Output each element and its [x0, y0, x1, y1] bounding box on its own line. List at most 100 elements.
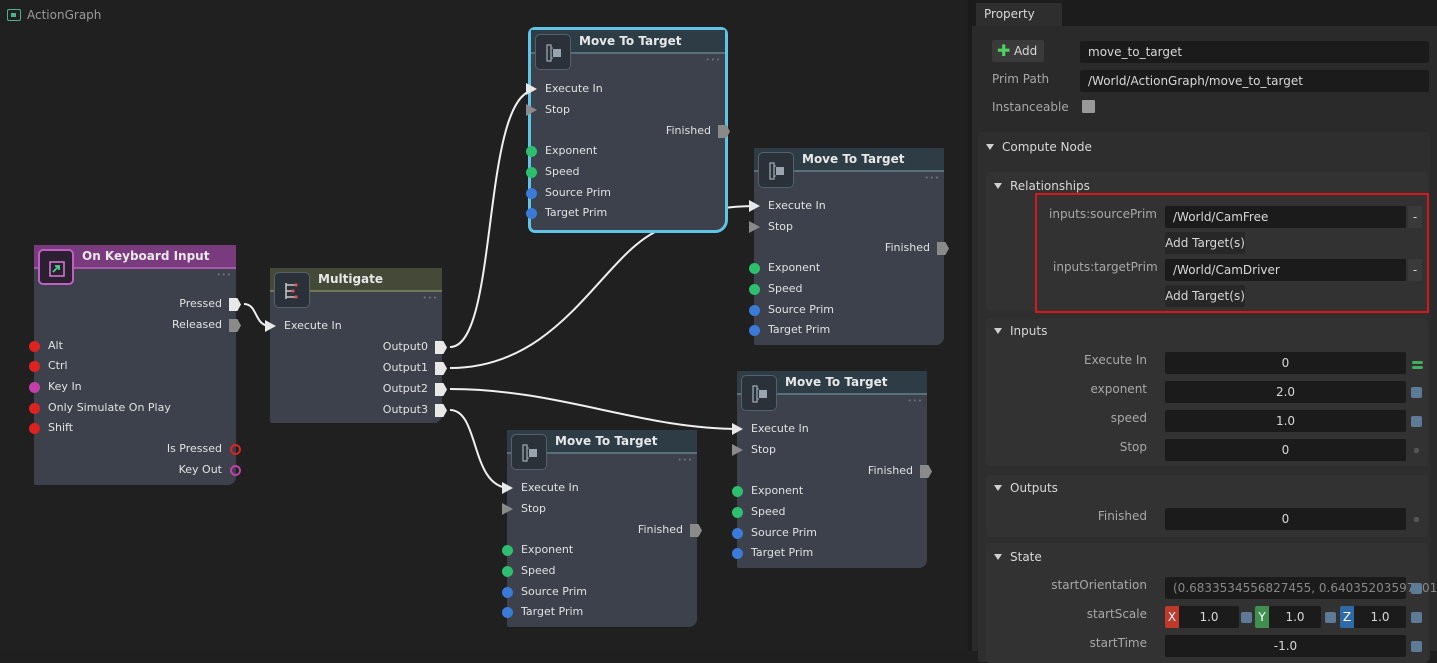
port-speed[interactable]: Speed [749, 281, 802, 297]
exec-out-icon[interactable] [920, 465, 932, 478]
port-target-prim[interactable]: Target Prim [749, 322, 830, 338]
input-field-exponent[interactable]: 2.0 [1165, 381, 1406, 403]
exec-out-icon[interactable] [937, 242, 949, 255]
source-prim-remove-button[interactable]: - [1408, 206, 1422, 228]
port-target-prim[interactable]: Target Prim [502, 604, 583, 620]
relationships-header[interactable]: Relationships [994, 179, 1090, 193]
start-scale-x-field[interactable]: 1.0 [1179, 606, 1239, 628]
prim-pin-icon[interactable] [732, 528, 743, 539]
token-pin-icon[interactable] [29, 382, 40, 393]
port-execute-in[interactable]: Execute In [502, 480, 579, 496]
target-prim-remove-button[interactable]: - [1408, 259, 1422, 281]
exec-in-icon[interactable] [732, 444, 743, 456]
outputs-header[interactable]: Outputs [994, 481, 1058, 495]
start-time-field[interactable]: -1.0 [1165, 635, 1406, 657]
default-value-icon[interactable] [1411, 612, 1422, 623]
float-pin-icon[interactable] [732, 486, 743, 497]
node-menu-icon[interactable]: ••• [216, 271, 232, 279]
exec-in-icon[interactable] [526, 83, 537, 95]
port-stop[interactable]: Stop [732, 442, 776, 458]
input-field-speed[interactable]: 1.0 [1165, 410, 1406, 432]
prim-path-field[interactable]: /World/ActionGraph/move_to_target [1080, 70, 1429, 92]
start-orientation-field[interactable]: (0.6833534556827455, 0.64035203597301 [1165, 577, 1437, 599]
port-exponent[interactable]: Exponent [526, 143, 597, 159]
port-finished[interactable]: Finished [638, 522, 702, 538]
port-stop[interactable]: Stop [749, 219, 793, 235]
port-finished[interactable]: Finished [885, 240, 949, 256]
exec-out-icon[interactable] [435, 404, 447, 417]
token-out-icon[interactable] [230, 465, 241, 476]
bool-pin-icon[interactable] [29, 423, 40, 434]
node-menu-icon[interactable]: ••• [907, 397, 923, 405]
exec-out-icon[interactable] [690, 524, 702, 537]
float-pin-icon[interactable] [732, 507, 743, 518]
prim-pin-icon[interactable] [749, 305, 760, 316]
default-value-icon[interactable] [1241, 612, 1252, 623]
port-speed[interactable]: Speed [732, 504, 785, 520]
port-exponent[interactable]: Exponent [732, 483, 803, 499]
port-source-prim[interactable]: Source Prim [526, 185, 611, 201]
port-speed[interactable]: Speed [502, 563, 555, 579]
bool-out-icon[interactable] [230, 444, 241, 455]
prim-pin-icon[interactable] [526, 188, 537, 199]
move-to-target-node-1[interactable]: Move To Target ••• Execute In Stop Finis… [526, 27, 730, 233]
prim-pin-icon[interactable] [749, 325, 760, 336]
port-key-out[interactable]: Key Out [179, 462, 241, 478]
tab-property[interactable]: Property [976, 3, 1062, 26]
prim-name-field[interactable]: move_to_target [1080, 41, 1429, 63]
source-add-targets-button[interactable]: Add Target(s) [1165, 232, 1245, 254]
exec-in-icon[interactable] [732, 423, 743, 435]
default-value-icon[interactable] [1411, 641, 1422, 652]
prim-pin-icon[interactable] [502, 607, 513, 618]
exec-out-icon[interactable] [229, 319, 241, 332]
target-add-targets-button[interactable]: Add Target(s) [1165, 285, 1245, 307]
port-execute-in[interactable]: Execute In [749, 198, 826, 214]
port-released[interactable]: Released [172, 317, 241, 333]
exec-out-icon[interactable] [435, 383, 447, 396]
bool-pin-icon[interactable] [29, 361, 40, 372]
output-field-finished[interactable]: 0 [1165, 508, 1406, 530]
move-to-target-node-2[interactable]: Move To Target ••• Execute In Stop Finis… [749, 148, 949, 345]
port-pressed[interactable]: Pressed [179, 296, 241, 312]
port-execute-in[interactable]: Execute In [265, 318, 342, 334]
node-menu-icon[interactable]: ••• [677, 456, 693, 464]
float-pin-icon[interactable] [502, 545, 513, 556]
port-execute-in[interactable]: Execute In [526, 81, 603, 97]
port-target-prim[interactable]: Target Prim [732, 545, 813, 561]
port-ctrl[interactable]: Ctrl [29, 358, 68, 374]
default-value-icon[interactable] [1411, 416, 1422, 427]
exec-in-icon[interactable] [502, 482, 513, 494]
default-value-icon[interactable] [1411, 387, 1422, 398]
port-shift[interactable]: Shift [29, 420, 73, 436]
float-pin-icon[interactable] [749, 263, 760, 274]
port-key-in[interactable]: Key In [29, 379, 82, 395]
port-is-pressed[interactable]: Is Pressed [167, 441, 241, 457]
node-menu-icon[interactable]: ••• [705, 56, 721, 64]
exec-in-icon[interactable] [749, 200, 760, 212]
port-stop[interactable]: Stop [502, 501, 546, 517]
bool-pin-icon[interactable] [29, 403, 40, 414]
port-alt[interactable]: Alt [29, 338, 63, 354]
port-stop[interactable]: Stop [526, 102, 570, 118]
inputs-header[interactable]: Inputs [994, 324, 1047, 338]
port-exponent[interactable]: Exponent [749, 260, 820, 276]
exec-in-icon[interactable] [749, 221, 760, 233]
input-field-execute-in[interactable]: 0 [1165, 352, 1406, 374]
bool-pin-icon[interactable] [29, 341, 40, 352]
start-scale-z-field[interactable]: 1.0 [1354, 606, 1406, 628]
port-source-prim[interactable]: Source Prim [502, 584, 587, 600]
port-execute-in[interactable]: Execute In [732, 421, 809, 437]
float-pin-icon[interactable] [749, 284, 760, 295]
prim-pin-icon[interactable] [502, 587, 513, 598]
float-pin-icon[interactable] [526, 167, 537, 178]
port-only-simulate-on-play[interactable]: Only Simulate On Play [29, 400, 171, 416]
default-value-icon[interactable] [1411, 583, 1422, 594]
port-output2[interactable]: Output2 [383, 381, 447, 397]
exec-out-icon[interactable] [435, 341, 447, 354]
port-exponent[interactable]: Exponent [502, 542, 573, 558]
port-output1[interactable]: Output1 [383, 360, 447, 376]
source-prim-field[interactable]: /World/CamFree [1165, 206, 1406, 228]
target-prim-field[interactable]: /World/CamDriver [1165, 259, 1406, 281]
start-scale-y-field[interactable]: 1.0 [1269, 606, 1321, 628]
default-value-icon[interactable] [1325, 612, 1336, 623]
